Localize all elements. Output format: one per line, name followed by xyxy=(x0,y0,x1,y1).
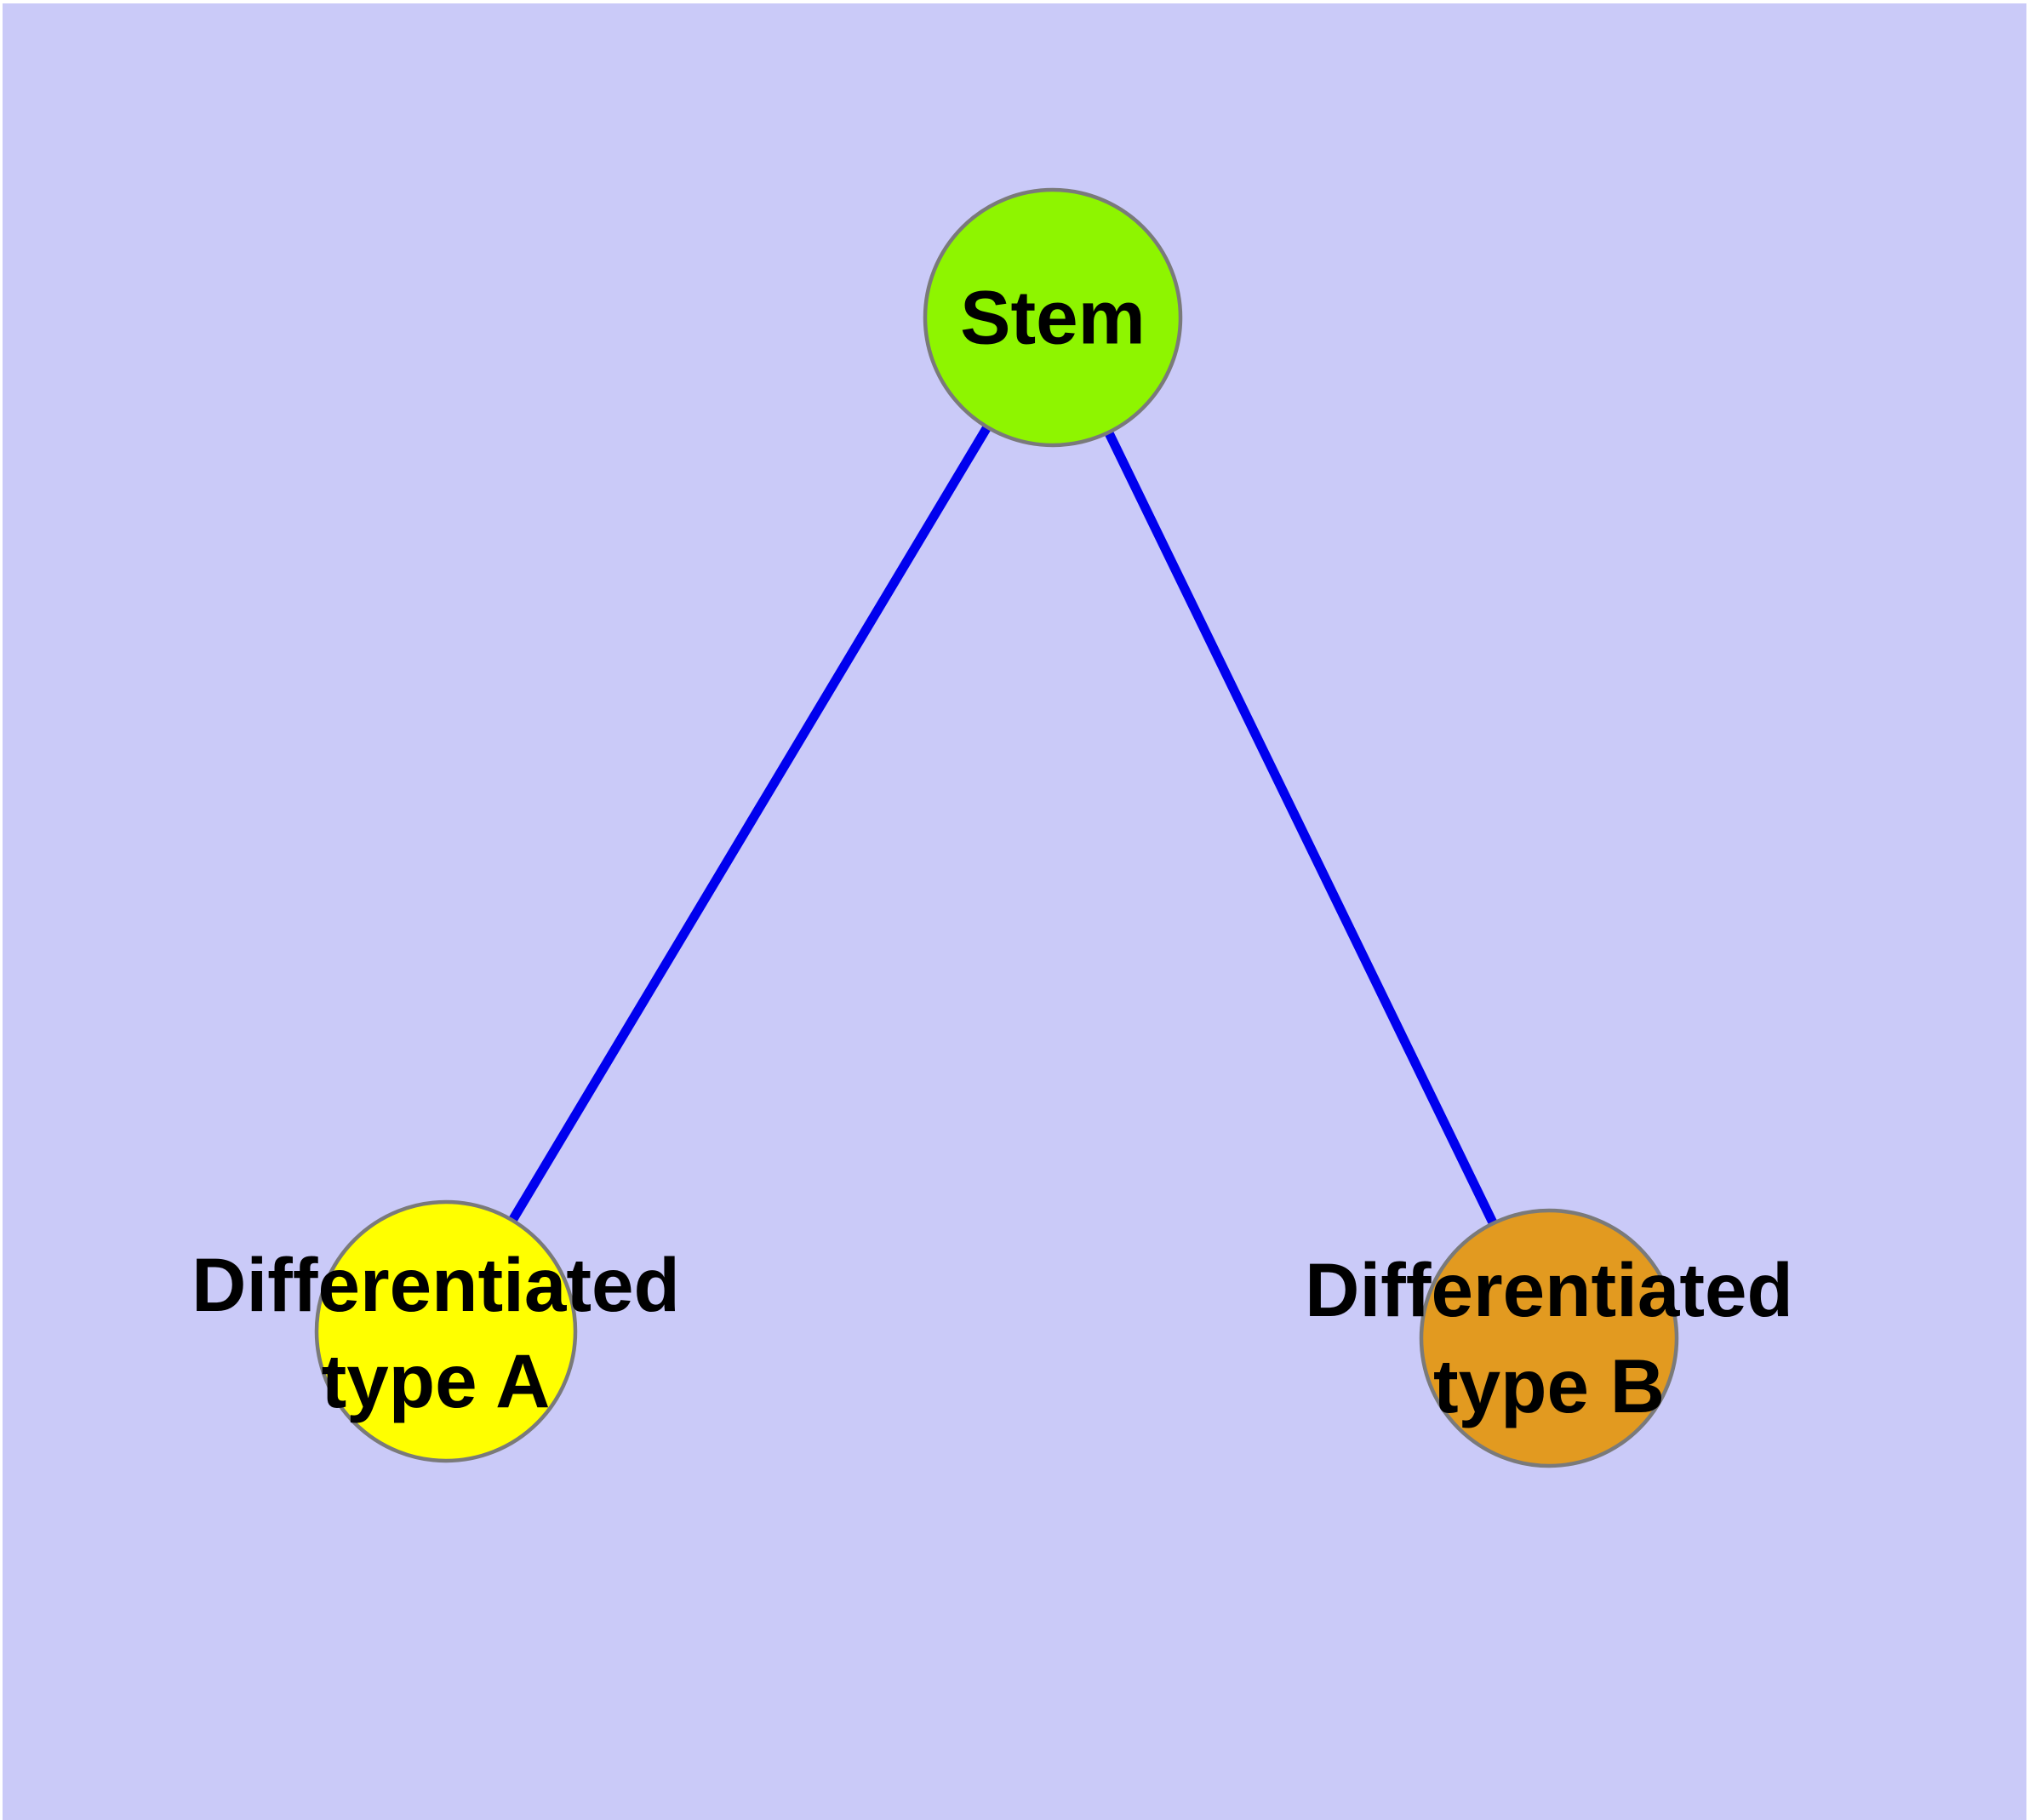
node-type-b-circle xyxy=(1419,1208,1679,1468)
edge-stem-to-type-a xyxy=(442,315,1057,1334)
edge-stem-to-type-b xyxy=(1049,315,1553,1341)
node-stem-circle xyxy=(923,187,1183,448)
node-type-a-circle xyxy=(314,1199,578,1463)
